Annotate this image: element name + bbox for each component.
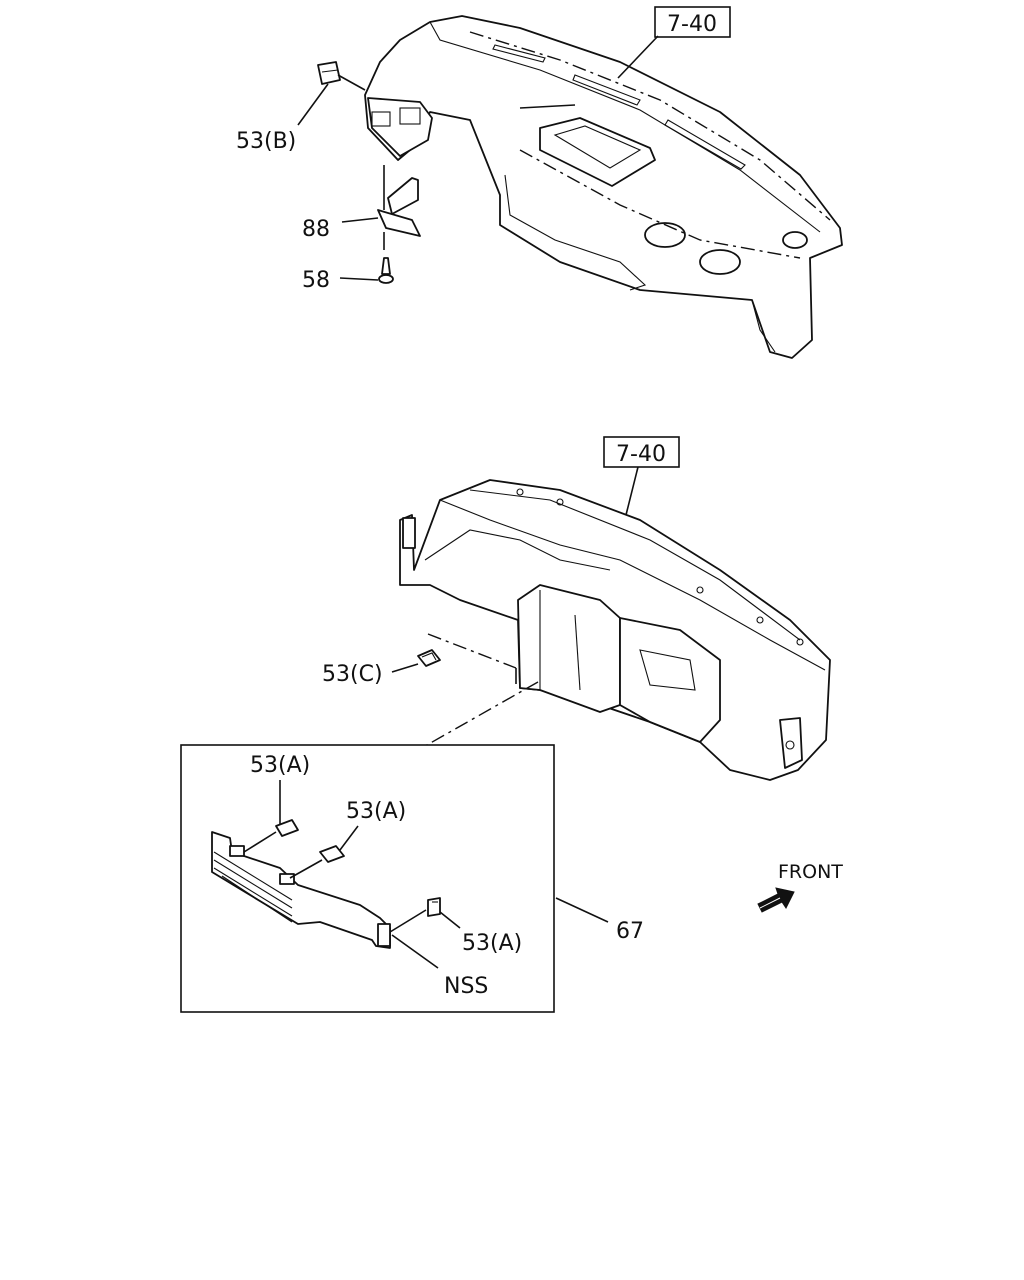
reference-box-top: 7-40 xyxy=(519,6,731,109)
clip-53a-2: 53(A) xyxy=(289,799,406,879)
callout-88: 88 xyxy=(302,217,330,242)
front-arrow-icon xyxy=(757,887,795,913)
reference-label-top: 7-40 xyxy=(667,12,717,37)
clip-53b: 53(B) xyxy=(236,61,366,154)
callout-58: 58 xyxy=(302,268,330,293)
callout-53a-3: 53(A) xyxy=(462,931,522,956)
clip-53a-3: 53(A) xyxy=(389,897,522,956)
callout-67: 67 xyxy=(616,919,644,944)
lower-panel-67 xyxy=(211,831,391,949)
callout-67-group: 67 xyxy=(555,897,644,944)
vent-center-left xyxy=(644,222,686,248)
clip-53a-1: 53(A) xyxy=(243,753,310,853)
front-indicator: FRONT xyxy=(757,861,843,913)
callout-nss: NSS xyxy=(444,974,488,999)
reference-box-middle: 7-40 xyxy=(603,436,680,516)
front-label: FRONT xyxy=(778,861,843,883)
screw-58: 58 xyxy=(302,257,394,293)
callout-53a-2: 53(A) xyxy=(346,799,406,824)
instrument-panel-drawing xyxy=(364,15,843,359)
callout-53c: 53(C) xyxy=(322,662,383,687)
callout-53a-1: 53(A) xyxy=(250,753,310,778)
clip-53c: 53(C) xyxy=(322,633,517,687)
inset-box: 53(A) 53(A) 53(A) NSS xyxy=(180,744,555,1013)
bracket-88: 88 xyxy=(302,165,421,250)
defroster-slots xyxy=(492,44,746,170)
vent-center-right xyxy=(699,249,741,275)
reference-label-middle: 7-40 xyxy=(616,442,666,467)
callout-53b: 53(B) xyxy=(236,129,296,154)
panel-frame-drawing xyxy=(399,479,831,781)
vent-right xyxy=(782,231,808,249)
